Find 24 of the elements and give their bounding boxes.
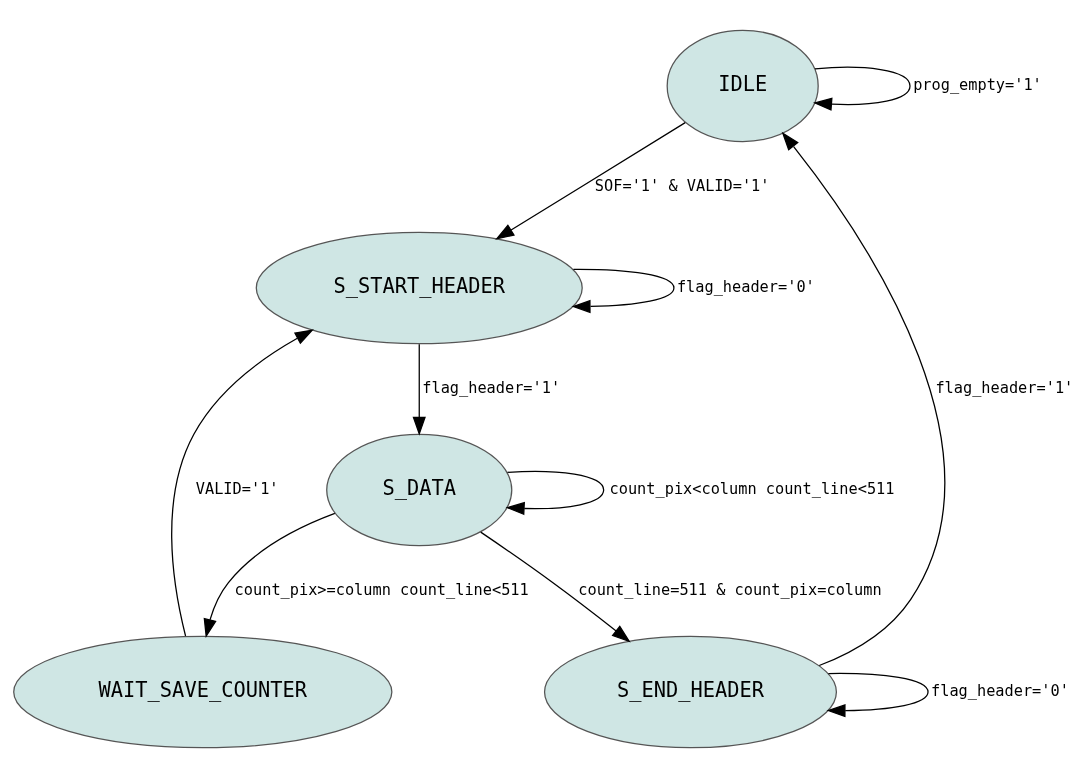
node-ellipse: S_END_HEADER (543, 635, 838, 749)
arrow (813, 66, 911, 111)
edge-label: VALID='1' (195, 479, 279, 498)
arrow (480, 531, 631, 643)
edge-label: count_pix>=column count_line<511 (234, 581, 529, 599)
edge-label: flag_header='1' (422, 378, 561, 397)
node-ellipse: IDLE (666, 29, 819, 143)
arrow (203, 512, 336, 638)
edge-label: count_line=511 & count_pix=column (578, 581, 882, 599)
arrow (826, 672, 929, 718)
edge-label: flag_header='0' (931, 682, 1069, 701)
node-ellipse: WAIT_SAVE_COUNTER (13, 635, 393, 749)
node-ellipse: S_DATA (326, 433, 513, 547)
arrow (571, 268, 675, 314)
arrow (412, 343, 426, 436)
edge-label: SOF='1' & VALID='1' (594, 176, 770, 195)
edge-label: prog_empty='1' (913, 75, 1042, 94)
arrow (781, 131, 946, 667)
edge-label: count_pix<column count_line<511 (609, 479, 895, 498)
arrow (495, 122, 686, 240)
edge-label: flag_header='0' (676, 277, 815, 296)
edge-label: flag_header='1' (935, 378, 1074, 397)
arrow (505, 470, 605, 516)
arrow (171, 329, 314, 637)
